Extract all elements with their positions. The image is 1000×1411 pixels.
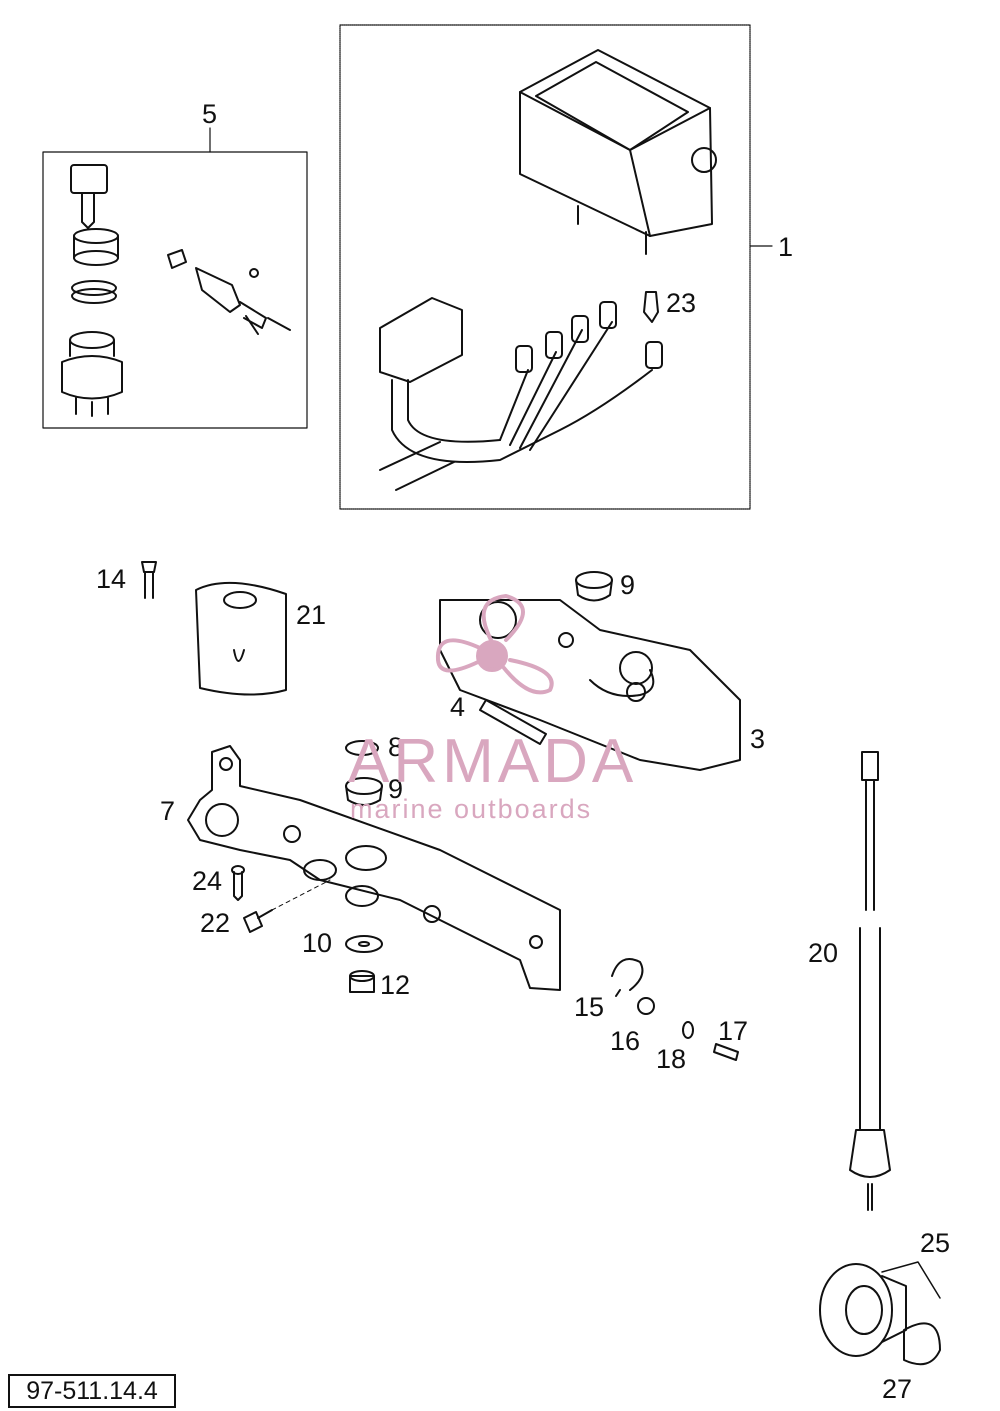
callout-24: 24 — [192, 866, 222, 896]
callout-22: 22 — [200, 908, 230, 938]
diagram-reference-number: 97-511.14.4 — [8, 1374, 176, 1408]
bulb — [643, 291, 659, 323]
pin — [141, 561, 157, 599]
nut-16 — [637, 997, 655, 1015]
washer-8 — [345, 740, 379, 756]
grommet-upper — [575, 571, 613, 602]
tube — [479, 699, 547, 745]
washer-10 — [345, 935, 383, 953]
circlip — [903, 1322, 941, 1366]
callout-9-upper: 9 — [620, 570, 635, 600]
washer-18 — [682, 1021, 694, 1039]
callout-3: 3 — [750, 724, 765, 754]
screw-17 — [713, 1043, 739, 1061]
switch-ring-lower — [71, 280, 117, 304]
lock-cylinder — [167, 249, 291, 335]
speedometer-cable — [849, 751, 891, 1211]
watermark-logo — [435, 594, 554, 695]
instrument-housing — [519, 49, 717, 255]
callout-14: 14 — [96, 564, 126, 594]
callout-1: 1 — [778, 232, 793, 262]
callout-7: 7 — [160, 796, 175, 826]
callout-5: 5 — [202, 99, 217, 129]
clip-15 — [611, 958, 644, 997]
callout-25: 25 — [920, 1228, 950, 1258]
watermark-title: ARMADA — [348, 727, 637, 796]
watermark-subtitle: marine outboards — [350, 794, 592, 824]
callout-21: 21 — [296, 600, 326, 630]
speedometer-drive — [819, 1263, 907, 1357]
mounting-bracket — [187, 745, 561, 991]
callout-20: 20 — [808, 938, 838, 968]
wiring-harness — [379, 297, 663, 491]
callout-8: 8 — [388, 732, 403, 762]
callout-4: 4 — [450, 692, 465, 722]
callout-23: 23 — [666, 288, 696, 318]
switch-cover — [195, 581, 287, 696]
screw-24 — [231, 865, 245, 901]
ignition-switch-body — [61, 331, 123, 417]
callout-18: 18 — [656, 1044, 686, 1074]
callout-12: 12 — [380, 970, 410, 1000]
grommet-lower — [345, 777, 383, 806]
switch-ring-upper — [73, 228, 119, 266]
callout-17: 17 — [718, 1016, 748, 1046]
gasket-plate — [439, 599, 741, 771]
instrument-frame — [339, 24, 751, 510]
callout-15: 15 — [574, 992, 604, 1022]
callout-16: 16 — [610, 1026, 640, 1056]
nut-12 — [349, 970, 375, 993]
ignition-key — [70, 164, 108, 229]
callout-27: 27 — [882, 1374, 912, 1404]
bolt-22 — [243, 879, 331, 933]
ignition-switch-frame — [42, 151, 308, 429]
callout-10: 10 — [302, 928, 332, 958]
callout-9-lower: 9 — [388, 774, 403, 804]
